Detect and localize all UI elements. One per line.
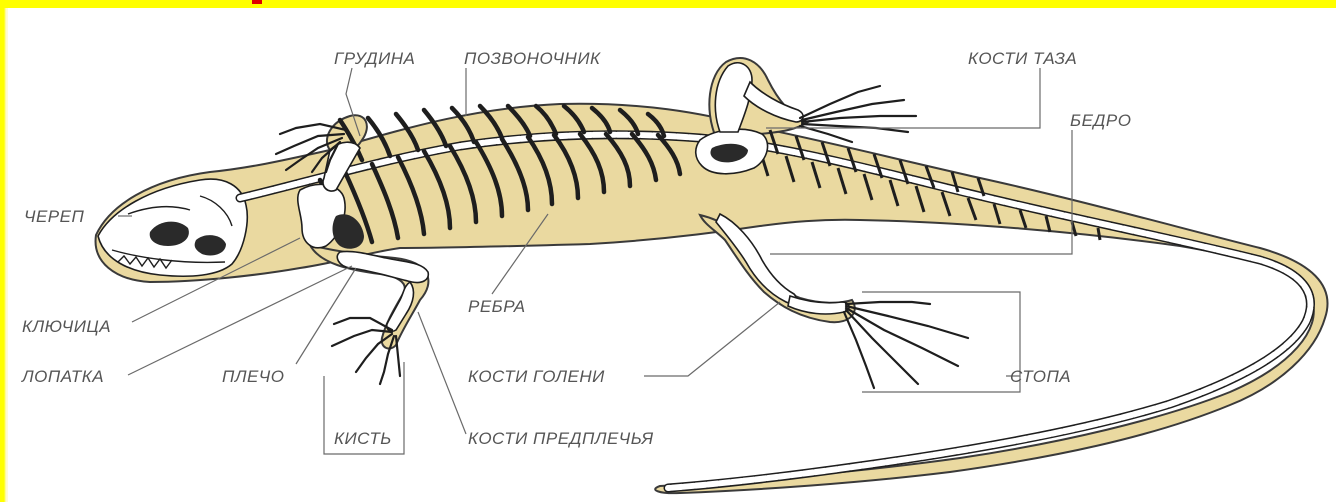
label-scapula: ЛОПАТКА: [21, 367, 104, 386]
label-clavicle: КЛЮЧИЦА: [22, 317, 111, 336]
label-shin: КОСТИ ГОЛЕНИ: [468, 367, 605, 386]
skull-bones: [98, 179, 247, 276]
lizard-body: [96, 58, 1328, 493]
label-femur: БЕДРО: [1070, 111, 1131, 130]
label-spine: ПОЗВОНОЧНИК: [464, 49, 601, 68]
label-pelvis: КОСТИ ТАЗА: [968, 49, 1077, 68]
hind-limbs: [696, 63, 968, 388]
label-foot: СТОПА: [1010, 367, 1071, 386]
label-sternum: ГРУДИНА: [334, 49, 415, 68]
label-skull: ЧЕРЕП: [24, 207, 84, 226]
label-hand: КИСТЬ: [334, 429, 392, 448]
label-forearm: КОСТИ ПРЕДПЛЕЧЬЯ: [468, 429, 654, 448]
label-humerus: ПЛЕЧО: [222, 367, 284, 386]
label-ribs: РЕБРА: [468, 297, 526, 316]
